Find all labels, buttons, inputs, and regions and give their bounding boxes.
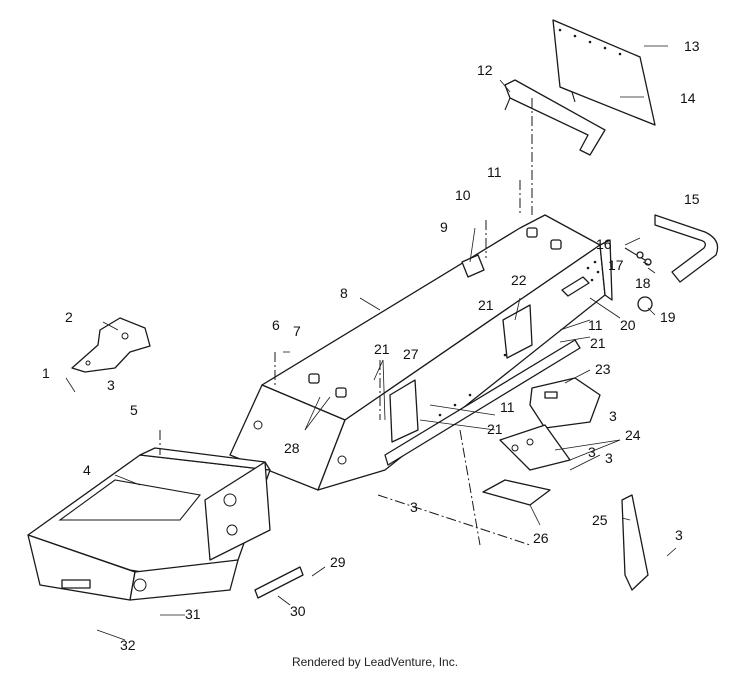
part-22-plate: [502, 304, 533, 359]
callout-16: 16: [596, 236, 612, 252]
callout-13: 13: [684, 38, 700, 54]
callout-10: 10: [455, 187, 471, 203]
part-15-tube: [654, 214, 719, 283]
callout-9: 9: [440, 219, 448, 235]
part-24-bracket: [499, 424, 571, 471]
footer-credit: Rendered by LeadVenture, Inc.: [291, 655, 459, 669]
callout-11: 11: [487, 164, 502, 180]
lower-rail: [384, 339, 581, 466]
callout-3: 3: [609, 408, 617, 424]
callout-3: 3: [107, 377, 115, 393]
callout-21: 21: [374, 341, 390, 357]
callout-3: 3: [410, 499, 418, 515]
callout-11: 11: [588, 317, 603, 333]
part-14-panel: [552, 19, 656, 126]
callout-5: 5: [130, 402, 138, 418]
part-26-bracket: [482, 479, 551, 506]
bolt-16-17-18: [624, 247, 652, 266]
callout-11: 11: [500, 399, 515, 415]
callout-12: 12: [477, 62, 493, 78]
part-25-bracket: [621, 494, 649, 591]
part-12-crossmember: [504, 79, 606, 215]
callout-2: 2: [65, 309, 73, 325]
callout-15: 15: [684, 191, 700, 207]
part-30-bracket: [254, 566, 304, 599]
callout-labels: 1 2 3 3 4 5 6 7 8 9 10 11 11 11 12 13 14…: [42, 38, 700, 653]
callout-22: 22: [511, 272, 527, 288]
callout-27: 27: [403, 346, 419, 362]
part-23-box: [529, 377, 601, 429]
callout-26: 26: [533, 530, 549, 546]
callout-29: 29: [330, 554, 346, 570]
callout-19: 19: [660, 309, 676, 325]
callout-18: 18: [635, 275, 651, 291]
callout-30: 30: [290, 603, 306, 619]
callout-21: 21: [487, 421, 503, 437]
callout-24: 24: [625, 427, 641, 443]
callout-25: 25: [592, 512, 608, 528]
callout-20: 20: [620, 317, 636, 333]
callout-21: 21: [590, 335, 606, 351]
callout-1: 1: [42, 365, 50, 381]
callout-23: 23: [595, 361, 611, 377]
callout-14: 14: [680, 90, 696, 106]
part-4-floor-pan: [27, 447, 271, 601]
part-27-plate: [389, 379, 419, 443]
part-19-cap: [637, 296, 653, 312]
callout-17: 17: [608, 257, 624, 273]
callout-31: 31: [185, 606, 201, 622]
callout-4: 4: [83, 462, 91, 478]
callout-21: 21: [478, 297, 494, 313]
callout-3: 3: [675, 527, 683, 543]
callout-32: 32: [120, 637, 136, 653]
callout-3: 3: [588, 444, 596, 460]
callout-8: 8: [340, 285, 348, 301]
callout-3: 3: [605, 450, 613, 466]
part-2-bracket: [71, 317, 151, 373]
callout-6: 6: [272, 317, 280, 333]
callout-7: 7: [293, 323, 301, 339]
assembly-lines: [159, 180, 531, 546]
callout-28: 28: [284, 440, 300, 456]
part-9-plate: [461, 254, 485, 278]
callout-leaders: [65, 45, 677, 641]
